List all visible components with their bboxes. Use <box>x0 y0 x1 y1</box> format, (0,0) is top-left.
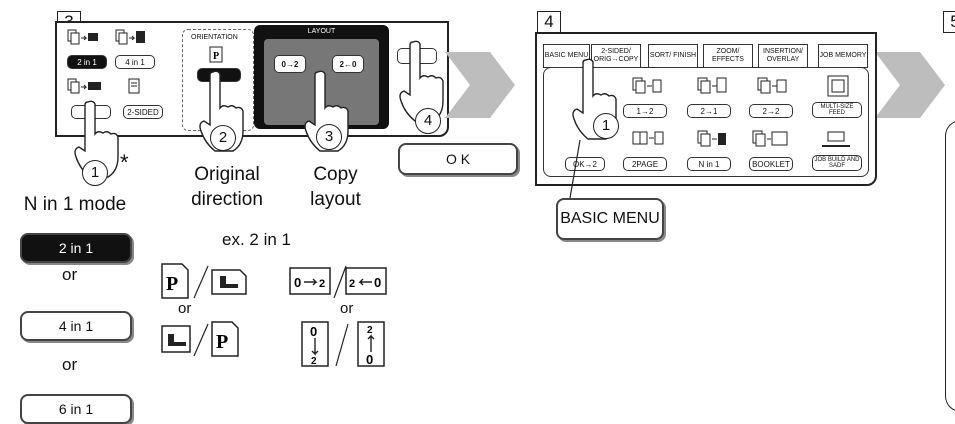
callout-3: 3 <box>316 124 342 150</box>
or-label-4: or <box>340 300 354 317</box>
copy-2in1-icon <box>67 29 98 45</box>
layout-left-right-icon: 0 2 2 0 <box>289 265 387 299</box>
callout-pointer-line <box>569 140 581 199</box>
mode-6in1-button[interactable]: 6 in 1 <box>20 394 132 424</box>
booklet-button[interactable]: BOOKLET <box>749 157 793 171</box>
2to2-button[interactable]: 2→2 <box>749 104 793 118</box>
svg-text:2: 2 <box>311 356 317 367</box>
layout-top-bottom-icon: 0 2 2 0 <box>301 321 385 367</box>
job-build-icon <box>822 131 850 147</box>
callout-2: 2 <box>210 125 236 151</box>
1to2-button[interactable]: 1→2 <box>623 104 667 118</box>
step-5-panel <box>945 120 955 412</box>
layout-left-to-right-button[interactable]: 0→2 <box>274 55 306 73</box>
or-label-1: or <box>62 265 78 284</box>
multi-size-feed-button[interactable]: MULTI-SIZE FEED <box>812 102 862 118</box>
n-in-1-caption: N in 1 mode <box>23 194 127 215</box>
tab-2sided[interactable]: 2-SIDED/ ORIG→COPY <box>591 44 641 68</box>
orientation-header: ORIENTATION <box>191 34 238 41</box>
2in1-button[interactable]: 2 in 1 <box>67 55 107 69</box>
4in1-button[interactable]: 4 in 1 <box>115 55 155 69</box>
example-caption: ex. 2 in 1 <box>222 230 291 249</box>
tab-zoom-effects[interactable]: ZOOM/ EFFECTS <box>703 44 753 68</box>
step-arrow-2 <box>875 52 945 118</box>
booklet-icon <box>752 130 788 147</box>
duplex-icon-1to2 <box>632 77 662 94</box>
svg-text:P: P <box>213 51 219 62</box>
control-panel-step3: 2 in 1 4 in 1 1 2-SIDED ORIENTATION P LA… <box>55 21 449 137</box>
duplex-icon-2to2 <box>757 77 787 94</box>
svg-text:2: 2 <box>367 325 373 336</box>
callout-1: 1 <box>82 160 108 186</box>
step-5-number: 5 <box>943 11 955 33</box>
svg-text:0: 0 <box>310 324 317 339</box>
job-build-sadf-button[interactable]: JOB BUILD AND SADF <box>812 155 862 171</box>
n-in-1-button[interactable]: N in 1 <box>687 157 731 171</box>
2sided-button[interactable]: 2-SIDED <box>123 105 163 119</box>
or-label-3: or <box>178 300 192 317</box>
mode-4in1-button[interactable]: 4 in 1 <box>20 311 132 341</box>
hand-pointer-icon-1 <box>74 100 119 178</box>
tab-sort-finish[interactable]: SORT/ FINISH <box>648 44 698 68</box>
callout-step4-1: 1 <box>593 113 619 139</box>
2to1-button[interactable]: 2→1 <box>687 104 731 118</box>
asterisk-mark: * <box>120 150 129 175</box>
multi-size-icon <box>827 75 849 97</box>
svg-text:0: 0 <box>294 275 301 290</box>
orientation-landscape-icon: P <box>161 321 239 357</box>
svg-text:P: P <box>216 331 228 353</box>
copy-4in1-icon <box>115 29 145 45</box>
basic-menu-button[interactable]: BASIC MENU <box>556 198 664 240</box>
svg-text:P: P <box>166 273 178 295</box>
svg-text:0: 0 <box>374 275 381 290</box>
layout-header: LAYOUT <box>307 28 336 35</box>
layout-right-to-left-button[interactable]: 2←0 <box>332 55 364 73</box>
step-arrow-1 <box>445 52 515 118</box>
svg-text:2: 2 <box>349 278 355 290</box>
mode-2in1-button[interactable]: 2 in 1 <box>20 233 132 263</box>
svg-text:0: 0 <box>366 352 373 367</box>
copy-6in1-icon <box>67 78 101 94</box>
basic-menu-content <box>543 67 869 177</box>
tab-bar: BASIC MENU 2-SIDED/ ORIG→COPY SORT/ FINI… <box>543 44 869 68</box>
2page-button[interactable]: 2PAGE <box>623 157 667 171</box>
step-4-number: 4 <box>537 11 561 33</box>
orientation-portrait-icon: P <box>161 263 247 299</box>
2sided-doc-icon <box>128 78 140 94</box>
hand-pointer-icon-4 <box>399 40 444 122</box>
tab-insertion-overlay[interactable]: INSERTION/ OVERLAY <box>758 44 808 68</box>
ok-button[interactable]: O K <box>398 143 518 175</box>
svg-text:2: 2 <box>319 278 325 290</box>
tab-job-memory[interactable]: JOB MEMORY <box>818 44 868 68</box>
2page-icon <box>632 131 664 145</box>
or-label-2: or <box>62 355 78 374</box>
callout-4: 4 <box>415 108 441 134</box>
n-in-1-icon <box>697 130 726 147</box>
duplex-icon-2to1 <box>697 77 727 94</box>
portrait-orientation-icon: P <box>209 46 223 63</box>
